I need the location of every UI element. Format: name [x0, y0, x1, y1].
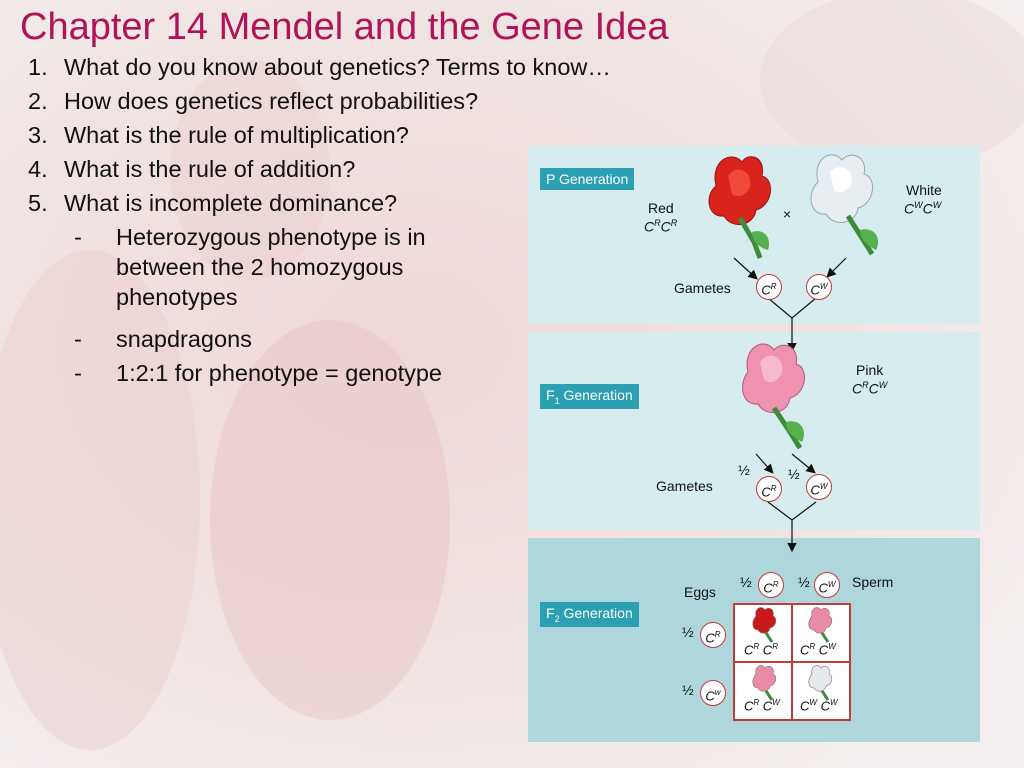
pink-flower-icon — [742, 343, 805, 450]
cross-symbol: × — [783, 206, 792, 222]
white-genotype: CWCW — [904, 200, 942, 217]
egg-allele-red: CR — [700, 622, 726, 648]
sperm-half-white: ½ — [798, 574, 810, 590]
eggs-label: Eggs — [684, 584, 716, 600]
punnett-cell-flower-icon — [808, 607, 833, 643]
f1-generation-label: F1 Generation — [540, 384, 639, 409]
egg-allele-white: Cw — [700, 680, 726, 706]
incomplete-dominance-diagram: P Generation Red CRCR × White CWCW Gamet… — [528, 146, 980, 742]
question-item: 3.What is the rule of multiplication? — [28, 122, 409, 148]
subpoint-item: -snapdragons — [74, 326, 252, 352]
f1-half-red: ½ — [738, 462, 750, 478]
punnett-cell-genotype: CR CW — [744, 698, 780, 714]
punnett-cell-flowers — [752, 607, 833, 701]
punnett-cell-flower-icon — [752, 665, 777, 701]
f2-generation-label: F2 Generation — [540, 602, 639, 627]
sperm-allele-white: CW — [814, 572, 840, 598]
egg-half-white: ½ — [682, 682, 694, 698]
punnett-cell-flower-icon — [752, 607, 777, 643]
pink-genotype: CRCW — [852, 380, 888, 397]
question-item: 5.What is incomplete dominance? — [28, 190, 398, 216]
f1-half-white: ½ — [788, 466, 800, 482]
egg-half-red: ½ — [682, 624, 694, 640]
p-gametes-label: Gametes — [674, 280, 731, 296]
sperm-allele-red: CR — [758, 572, 784, 598]
pink-label: Pink — [856, 362, 884, 378]
white-label: White — [906, 182, 942, 198]
white-flower-icon — [810, 154, 879, 256]
slide-title: Chapter 14 Mendel and the Gene Idea — [20, 6, 669, 48]
question-item: 1.What do you know about genetics? Terms… — [28, 54, 611, 80]
sperm-label: Sperm — [852, 574, 894, 590]
punnett-cell-flower-icon — [808, 665, 833, 701]
punnett-cell-genotype: CR CW — [800, 642, 836, 658]
red-label: Red — [648, 200, 674, 216]
f1-gamete-allele-white: CW — [806, 474, 832, 500]
question-item: 2.How does genetics reflect probabilitie… — [28, 88, 479, 114]
question-item: 4.What is the rule of addition? — [28, 156, 356, 182]
punnett-cell-genotype: CW CW — [800, 698, 838, 714]
red-flower-icon — [708, 156, 771, 259]
sperm-half-red: ½ — [740, 574, 752, 590]
subpoint-item: -Heterozygous phenotype is in between th… — [74, 224, 426, 310]
gamete-allele-white: CW — [806, 274, 832, 300]
f1-gamete-allele-red: CR — [756, 476, 782, 502]
gamete-allele-red: CR — [756, 274, 782, 300]
p-generation-label: P Generation — [540, 168, 635, 190]
red-genotype: CRCR — [644, 218, 678, 235]
f1-gametes-label: Gametes — [656, 478, 713, 494]
subpoint-item: -1:2:1 for phenotype = genotype — [74, 360, 442, 386]
diagram-graphics — [528, 146, 980, 742]
punnett-cell-genotype: CR CR — [744, 642, 778, 658]
